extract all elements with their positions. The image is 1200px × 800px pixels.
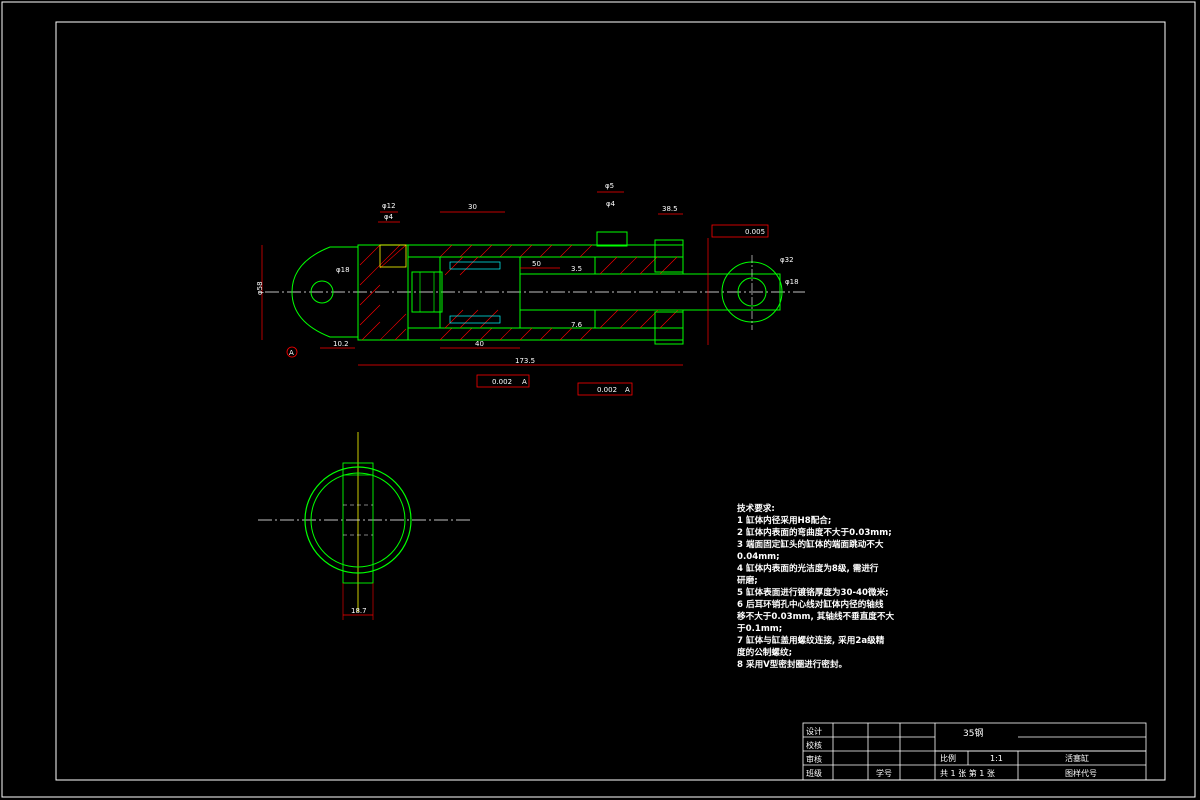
requirement-line: 移不大于0.03mm, 其轴线不垂直度不大 [737,612,895,622]
section-rod-profile [342,462,374,584]
tolerance-frame-a [476,374,530,388]
tolerance-frame-top [711,224,769,238]
gland-hatch [599,256,679,329]
dim-port2: φ4 [606,200,616,208]
tb-proof: 校核 [806,740,822,750]
tb-drawing-no: 图样代号 [1065,768,1097,778]
right-end-cap-top [654,239,684,273]
dim-eye-right: φ32 [780,256,794,264]
requirement-line: 6 后耳环销孔中心线对缸体内径的轴线 [737,600,884,610]
left-cap-hatch [359,244,407,341]
requirement-line: 度的公制螺纹; [737,648,792,658]
piston-seal-bottom [449,315,501,324]
roughness-a: 3.5 [571,265,582,273]
dim-left-height: φ58 [256,281,264,295]
barrel-hatch [439,244,593,341]
dim-38-5: 38.5 [662,205,678,213]
dim-hole-left: φ18 [336,266,350,274]
left-clevis-outline [291,246,358,338]
cylinder-section-view: φ12 φ4 30 φ5 φ4 38.5 0.005 φ58 φ18 10.2 … [256,182,805,396]
dim-10-2: 10.2 [333,340,349,348]
tb-part-name: 活塞缸 [1065,753,1089,763]
tol-a-value: 0.002 [492,378,512,386]
dim-173-5: 173.5 [515,357,535,365]
tb-sheets: 共 1 张 第 1 张 [940,768,995,778]
requirement-line: 于0.1mm; [737,624,783,634]
inner-frame [55,21,1166,781]
rod-eye-hole [737,277,767,307]
tol-b-value: 0.002 [597,386,617,394]
dimension-lines [261,191,709,366]
tb-class: 班级 [806,768,822,778]
left-port [379,244,407,268]
piston-hatch [444,256,499,329]
requirement-line: 3 端面固定缸头的缸体的端面跳动不大 [737,540,884,550]
dim-eye-small: φ12 [382,202,396,210]
tol-b-datum: A [625,386,630,394]
tb-scale-value: 1:1 [990,754,1003,763]
requirement-line: 7 缸体与缸盖用螺纹连接, 采用2a级精 [737,636,885,646]
dim-eye-small2: φ4 [384,213,394,221]
requirement-line: 2 缸体内表面的弯曲度不大于0.03mm; [737,528,892,538]
barrel-bottom-wall [407,327,684,341]
dim-len-30: 30 [468,203,477,211]
dim-port: φ5 [605,182,614,190]
dim-tol-top: 0.005 [745,228,765,236]
oil-port-right [596,231,628,247]
section-outer-circle [304,466,412,574]
tb-scale-label: 比例 [940,753,956,763]
right-end-cap-bottom [654,311,684,345]
section-inner-circle [310,472,406,568]
tol-a-datum: A [522,378,527,386]
piston-nut [411,271,443,313]
requirement-line: 8 采用V型密封圈进行密封。 [737,660,848,670]
requirements-title: 技术要求: [737,504,775,514]
title-block-grid [802,722,1147,781]
tb-review: 审核 [806,754,822,764]
requirement-line: 5 缸体表面进行镀铬厚度为30-40微米; [737,588,889,598]
piston-seal-top [449,261,501,270]
requirement-line: 研磨; [737,576,758,586]
left-pin-hole [310,280,334,304]
requirement-line: 1 缸体内径采用H8配合; [737,516,832,526]
gland-bottom [594,309,684,329]
tb-student-no: 学号 [876,768,892,778]
section-dim: 18.7 [351,607,367,615]
dim-rod: φ18 [785,278,799,286]
cross-section-view: 18.7 [258,432,473,620]
roughness-b: 7.6 [571,321,583,329]
dim-50: 50 [532,260,541,268]
barrel-top-wall [407,244,684,258]
dim-40: 40 [475,340,484,348]
tb-design: 设计 [806,726,822,736]
requirement-line: 0.04mm; [737,552,780,562]
technical-requirements: 技术要求: 1 缸体内径采用H8配合; 2 缸体内表面的弯曲度不大于0.03mm… [737,503,917,671]
datum-letter: A [289,349,294,357]
tolerance-frame-b [577,382,633,396]
datum-symbol [286,346,298,358]
requirement-line: 4 缸体内表面的光洁度为8级, 需进行 [737,564,879,574]
tb-material: 35钢 [963,727,983,739]
